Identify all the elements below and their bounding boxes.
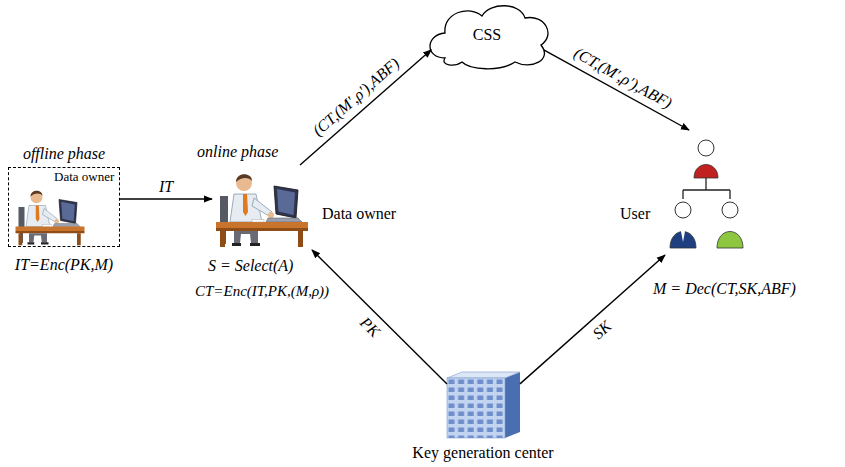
edge-label: IT [159, 178, 173, 196]
flow-arrow [544, 50, 689, 130]
key-center-node: Key generation center [447, 372, 520, 438]
offline-phase-box: offline phaseData ownerIT=Enc(PK,M) [8, 167, 120, 247]
flow-arrow [520, 255, 665, 384]
online-data-owner-figure [216, 174, 308, 247]
role-label: User [620, 205, 650, 223]
user-group-icon [670, 140, 743, 248]
formula-label: CT=Enc(IT,PK,(M,ρ)) [195, 283, 329, 300]
role-label: Data owner [322, 205, 396, 223]
key-center-building [447, 372, 520, 438]
cloud-node: CSS [425, 3, 550, 68]
formula-label: IT=Enc(PK,M) [15, 256, 113, 274]
phase-label: offline phase [23, 145, 105, 163]
edge-label: (CT,(M′,ρ′),ABF) [310, 54, 404, 139]
offline-data-owner-figure [16, 191, 85, 245]
flow-arrow [300, 50, 431, 165]
flow-arrow [120, 198, 212, 199]
edge-label: (CT,(M′,ρ′),ABF) [571, 44, 675, 112]
edge-label: SK [589, 317, 615, 343]
formula-label: M = Dec(CT,SK,ABF) [653, 280, 796, 298]
building-label: Key generation center [412, 444, 553, 462]
flow-arrow [312, 250, 447, 384]
user-node: UserM = Dec(CT,SK,ABF) [665, 130, 745, 255]
cloud-label: CSS [473, 26, 501, 44]
css-cloud [430, 6, 548, 69]
online-phase-node: online phaseData ownerS = Select(A)CT=En… [212, 165, 312, 250]
phase-label: online phase [197, 143, 278, 161]
formula-label: S = Select(A) [208, 257, 293, 275]
role-label: Data owner [54, 170, 114, 185]
